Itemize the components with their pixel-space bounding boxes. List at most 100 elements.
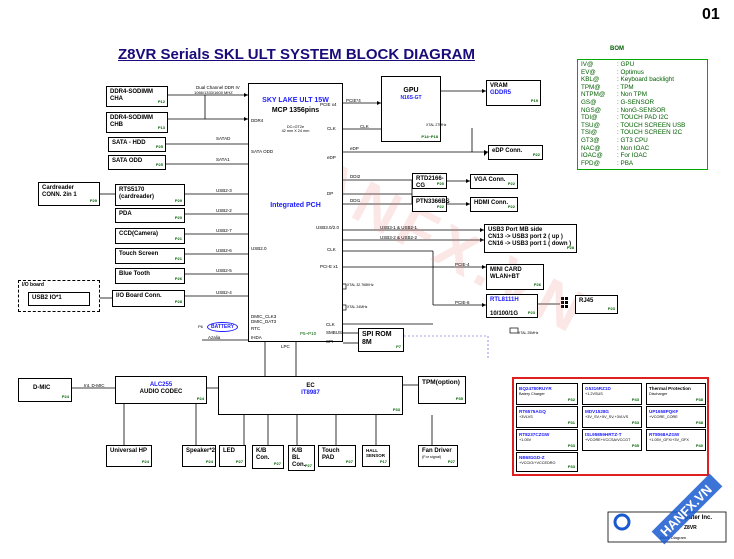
hdmi-conn-page: P22 [507, 204, 515, 210]
audio-codec[interactable]: ALC255 AUDIO CODEC P24 [115, 376, 207, 404]
sig-usb27: USB2-7 [216, 228, 232, 233]
bom-desc: : For IOAC [617, 152, 648, 160]
tpm[interactable]: TPM(option) P35 [418, 376, 466, 404]
edp-conn[interactable]: eDP Conn. P22 [488, 145, 543, 160]
battery[interactable]: BATTERY [207, 322, 238, 332]
ptn3366-page: P22 [436, 204, 444, 210]
power-ic-page: P43 [631, 397, 639, 403]
usb3-line1: CN13 -> USB3 port 2 ( up ) [488, 234, 563, 241]
touch-screen[interactable]: Touch Screen P21 [115, 248, 185, 264]
d-mic[interactable]: D-MIC P24 [18, 378, 72, 402]
usb2-io[interactable]: USB2 IO*1 [28, 292, 90, 306]
rts5170[interactable]: RTS5170 (cardreader) P29 [115, 184, 185, 206]
cpu-port-dp: DP [327, 191, 334, 196]
bom-desc: : PBA [617, 159, 634, 167]
power-ic-page: P38 [695, 420, 703, 426]
cpu-model: MCP 1356pins [271, 107, 320, 115]
codec-sub: AUDIO CODEC [139, 389, 183, 396]
spi-rom-size: 8M [362, 339, 372, 347]
power-ic-name: ISL95859HRTZ-T [585, 432, 622, 437]
ec-name: EC [306, 383, 315, 389]
cpu-size: 42 mm X 24 mm [281, 129, 310, 134]
bottom-1-page: P24 [205, 459, 213, 465]
gpu[interactable]: GPU N16S-GT P14~P18 [381, 76, 441, 142]
power-ic-page: P40 [695, 443, 703, 449]
sig-usb3-1: USB3-1 & USB2-1 [380, 225, 418, 230]
kb-conn[interactable]: K/B Con. P27 [252, 445, 284, 469]
spi-rom[interactable]: SPI ROM 8M P7 [358, 328, 404, 352]
power-ic-page: P33 [631, 420, 639, 426]
ddr-chb-name: DDR4-SODIMM CHB [110, 115, 153, 129]
ptn3366[interactable]: PTN3366BS P22 [412, 196, 450, 212]
kb-bl-conn[interactable]: K/B BL Con. P27 [288, 445, 315, 471]
bottom-2-page: P27 [235, 459, 243, 465]
cpu-dmic-dat: DMIC_DAT3 [251, 319, 277, 324]
vga-conn[interactable]: VGA Conn. P22 [470, 174, 518, 189]
bottom-7-page: P27 [447, 459, 455, 465]
pda-name: PDA [119, 211, 132, 217]
ec[interactable]: EC IT8987 P33 [218, 376, 403, 415]
d-mic-link: Int. D-MIC [84, 383, 105, 388]
fan-driver[interactable]: Fan Driver (For signal) P27 [418, 445, 458, 467]
touch-name: Touch Screen [119, 251, 159, 257]
speaker[interactable]: Speaker*2 P24 [182, 445, 216, 467]
bom-desc: : TOUCH SCREEN I2C [617, 129, 683, 137]
universal-hp[interactable]: Universal HP P24 [106, 445, 152, 467]
led[interactable]: LED P27 [219, 445, 246, 467]
rj45[interactable]: RJ45 P23 [575, 295, 618, 314]
bottom-6-page: P17 [379, 459, 387, 465]
rts5170-name: RTS5170 [119, 187, 145, 193]
rts5170-page: P29 [174, 198, 182, 204]
bom-row: KBL@: Keyboard backlight [581, 76, 674, 83]
sig-usb23: USB2-3 [216, 188, 232, 193]
sata-odd[interactable]: SATA ODD P25 [108, 155, 166, 170]
sata-odd-name: SATA ODD [112, 158, 143, 164]
rtd2166[interactable]: RTD2166-CG P20 [412, 173, 447, 189]
touch-pad[interactable]: Touch PAD P27 [318, 445, 356, 467]
cardreader-conn[interactable]: Cardreader CONN. 2in 1 P29 [38, 182, 100, 206]
bom-code: EV@ [581, 68, 596, 76]
usb3-port-box[interactable]: USB3 Port MB side CN13 -> USB3 port 2 ( … [484, 224, 577, 253]
cpu-port-clk: CLK [327, 126, 336, 131]
bom-desc: : Non IOAC [617, 144, 650, 152]
lan-chip[interactable]: RTL8111H 10/100/1G P23 [486, 294, 538, 318]
lan-page: P23 [527, 310, 535, 316]
pda[interactable]: PDA P20 [115, 208, 185, 223]
cpu-block[interactable]: SKY LAKE ULT 15W MCP 1356pins DC=GT2e 42… [248, 83, 343, 342]
power-ic-sub: +VCCIO/+VCCEDRO [519, 460, 556, 465]
pch-name: Integrated PCH [270, 201, 321, 209]
hall-sensor[interactable]: HALL SENSOR P17 [362, 445, 390, 467]
hdmi-conn[interactable]: HDMI Conn. P22 [470, 197, 518, 212]
tpm-name: TPM(option) [422, 379, 460, 386]
io-board-conn[interactable]: I/O Board Conn. P28 [112, 290, 185, 307]
power-ic-sub: +1.2VSUS [585, 391, 603, 396]
vram-type: GDDR5 [490, 90, 512, 97]
ccd-camera[interactable]: CCD(Camera) P21 [115, 228, 185, 244]
power-ic-name: MDV1528G [585, 409, 610, 414]
sata-hdd[interactable]: SATA - HDD P25 [108, 137, 166, 152]
sig-usb26: USB2-6 [216, 248, 232, 253]
bom-row: TSU@: TOUCH SCREEN USB [581, 122, 685, 129]
cpu-port-spi: SPI [326, 339, 334, 344]
ddr-cha-page: P12 [157, 99, 165, 105]
mini-card[interactable]: MINI CARD WLAN+BT P26 [486, 264, 544, 290]
cpu-port-ihda: IHDA [251, 335, 262, 340]
bom-code: IOAC@ [581, 152, 603, 160]
power-ic-name: RT8237CZGW [519, 432, 550, 437]
sig-pcie6: PCIE-6 [455, 300, 470, 305]
bluetooth[interactable]: Blue Tooth P26 [115, 268, 185, 284]
ddr-chb[interactable]: DDR4-SODIMM CHB P13 [106, 112, 168, 133]
cpu-port-sata: SATA ODD [251, 149, 274, 154]
vram[interactable]: VRAM GDDR5 P19 [486, 80, 541, 106]
ddr-cha[interactable]: DDR4-SODIMM CHA P12 [106, 86, 168, 107]
